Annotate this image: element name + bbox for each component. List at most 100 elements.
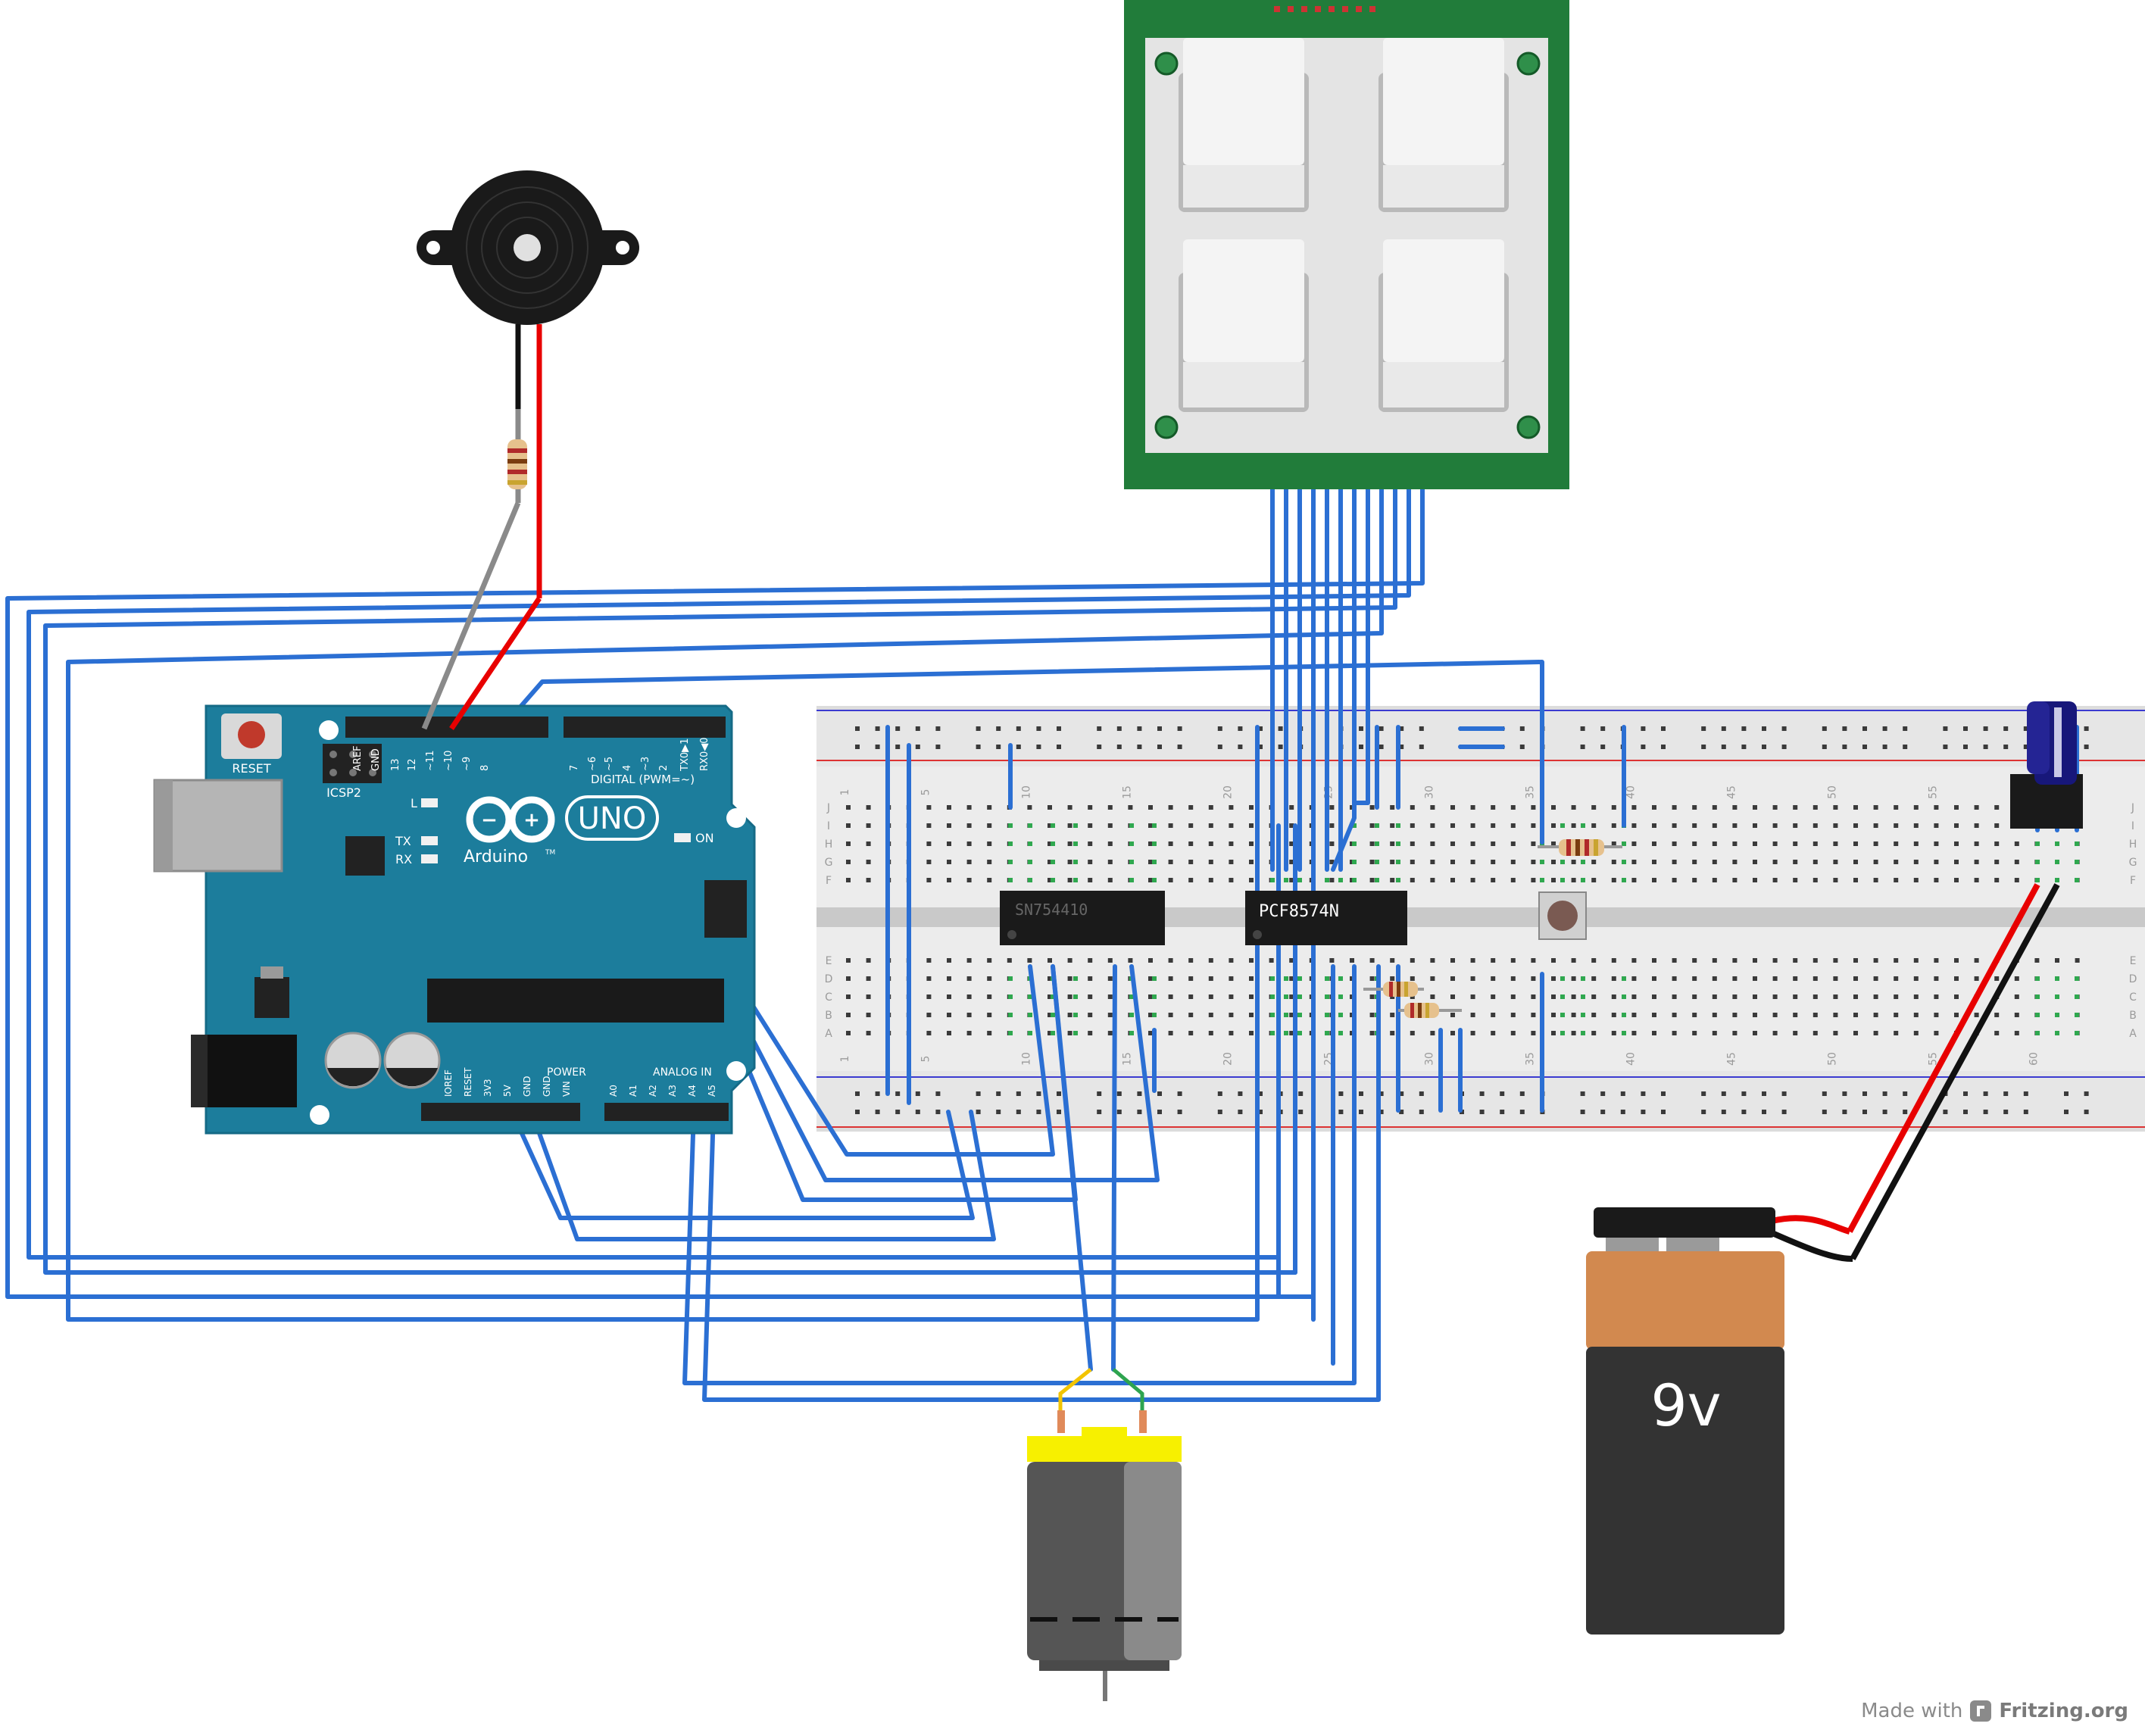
breadboard-hole <box>846 878 851 882</box>
breadboard-hole <box>1188 976 1194 981</box>
rail-hole <box>1359 745 1363 749</box>
connected-hole <box>1129 1013 1134 1017</box>
connected-hole <box>1073 976 1078 981</box>
breadboard-hole <box>866 841 871 846</box>
motor-cap-boss <box>1082 1427 1127 1438</box>
breadboard-hole <box>1772 823 1778 828</box>
rail-hole <box>1641 726 1646 731</box>
breadboard-hole <box>1470 860 1475 864</box>
breadboard-hole <box>1873 976 1878 981</box>
breadboard-hole <box>1088 1013 1093 1017</box>
rail-hole <box>1399 1110 1404 1114</box>
rail-hole <box>1057 1110 1061 1114</box>
breadboard-hole <box>866 994 871 999</box>
battery-terminal <box>1666 1238 1719 1253</box>
breadboard-hole <box>987 976 992 981</box>
motor-shaft <box>1103 1671 1107 1701</box>
resistor-bottom-2 <box>1398 1003 1462 1018</box>
rail-hole <box>1882 1110 1887 1114</box>
reset-button-cap[interactable] <box>238 721 265 748</box>
push-button[interactable] <box>1538 891 1587 940</box>
rail-hole <box>1620 1091 1625 1096</box>
column-number: 40 <box>1625 1052 1637 1066</box>
breadboard-hole <box>1753 1013 1757 1017</box>
breadboard-hole <box>1712 841 1717 846</box>
analog-header[interactable] <box>604 1103 729 1121</box>
breadboard-hole <box>1772 841 1778 846</box>
arduino-brand-label: Arduino <box>464 848 528 866</box>
digital-header-left[interactable] <box>345 717 548 738</box>
power-header[interactable] <box>421 1103 580 1121</box>
rail-hole <box>1963 745 1968 749</box>
rail-hole <box>1097 745 1102 749</box>
breadboard-hole <box>1833 1031 1838 1035</box>
breadboard-hole <box>1450 823 1455 828</box>
connected-hole <box>1152 1013 1157 1017</box>
pin-label: GND <box>522 1076 532 1097</box>
breadboard-hole <box>1188 878 1194 882</box>
battery-terminal <box>1606 1238 1659 1253</box>
connected-hole <box>1338 878 1343 882</box>
piezo-buzzer[interactable] <box>417 170 639 730</box>
rail-hole <box>2084 1091 2089 1096</box>
rail-hole <box>996 1091 1001 1096</box>
sn754410-motor-driver[interactable]: SN754410 <box>1000 891 1165 945</box>
digital-header-right[interactable] <box>564 717 726 738</box>
breadboard-hole <box>1148 860 1153 864</box>
rail-hole <box>1762 745 1766 749</box>
rail-hole <box>1359 1091 1363 1096</box>
rail-hole <box>2084 745 2089 749</box>
dc-motor[interactable] <box>1027 1368 1182 1701</box>
connected-hole <box>1051 878 1055 882</box>
breadboard-hole <box>1450 976 1455 981</box>
breadboard-hole <box>1430 976 1435 981</box>
breadboard-hole <box>1088 1031 1093 1035</box>
breadboard-hole <box>1591 976 1597 981</box>
rail-hole <box>855 745 860 749</box>
pin-label: RX0◀0 <box>699 738 710 771</box>
breadboard-hole <box>1148 805 1153 810</box>
breadboard-hole <box>1107 805 1113 810</box>
breadboard-hole <box>947 994 951 999</box>
connected-hole <box>1270 878 1275 882</box>
rail-hole <box>1862 745 1867 749</box>
breadboard-hole <box>1148 976 1153 981</box>
breadboard-hole <box>1430 860 1435 864</box>
breadboard-hole <box>947 1013 951 1017</box>
rail-hole <box>1822 1091 1827 1096</box>
breadboard-hole <box>1793 860 1798 864</box>
led-tx-label: TX <box>395 834 411 848</box>
rail-hole <box>1177 1110 1182 1114</box>
keypad-key[interactable] <box>1378 38 1509 212</box>
breadboard-hole <box>1672 805 1677 810</box>
breadboard-hole <box>1732 994 1738 999</box>
capacitive-keypad[interactable] <box>1124 0 1569 489</box>
rail-hole <box>1378 1110 1384 1114</box>
breadboard-hole <box>1712 958 1717 963</box>
connected-hole <box>1152 976 1157 981</box>
column-number: 1 <box>839 1056 851 1063</box>
breadboard-hole <box>1329 805 1335 810</box>
keypad-key[interactable] <box>1179 38 1309 212</box>
keypad-key[interactable] <box>1179 239 1309 412</box>
rail-hole <box>935 745 941 749</box>
connected-hole <box>1129 994 1134 999</box>
breadboard-hole <box>846 976 851 981</box>
rail-hole <box>1842 745 1847 749</box>
pcf8574n-io-expander[interactable]: PCF8574N <box>1245 891 1407 945</box>
breadboard-hole <box>1611 878 1616 882</box>
breadboard-hole <box>1048 860 1052 864</box>
rail-hole <box>1177 1091 1182 1096</box>
voltage-regulator-module[interactable] <box>2010 701 2083 829</box>
breadboard-hole <box>1067 860 1072 864</box>
connected-hole <box>1540 878 1544 882</box>
connected-hole <box>2075 841 2079 846</box>
led-l <box>421 798 438 807</box>
breadboard-hole <box>1994 878 2000 882</box>
keypad-key[interactable] <box>1378 239 1509 412</box>
breadboard-hole <box>1631 1031 1637 1035</box>
breadboard-hole <box>1571 958 1576 963</box>
breadboard-hole <box>947 805 951 810</box>
